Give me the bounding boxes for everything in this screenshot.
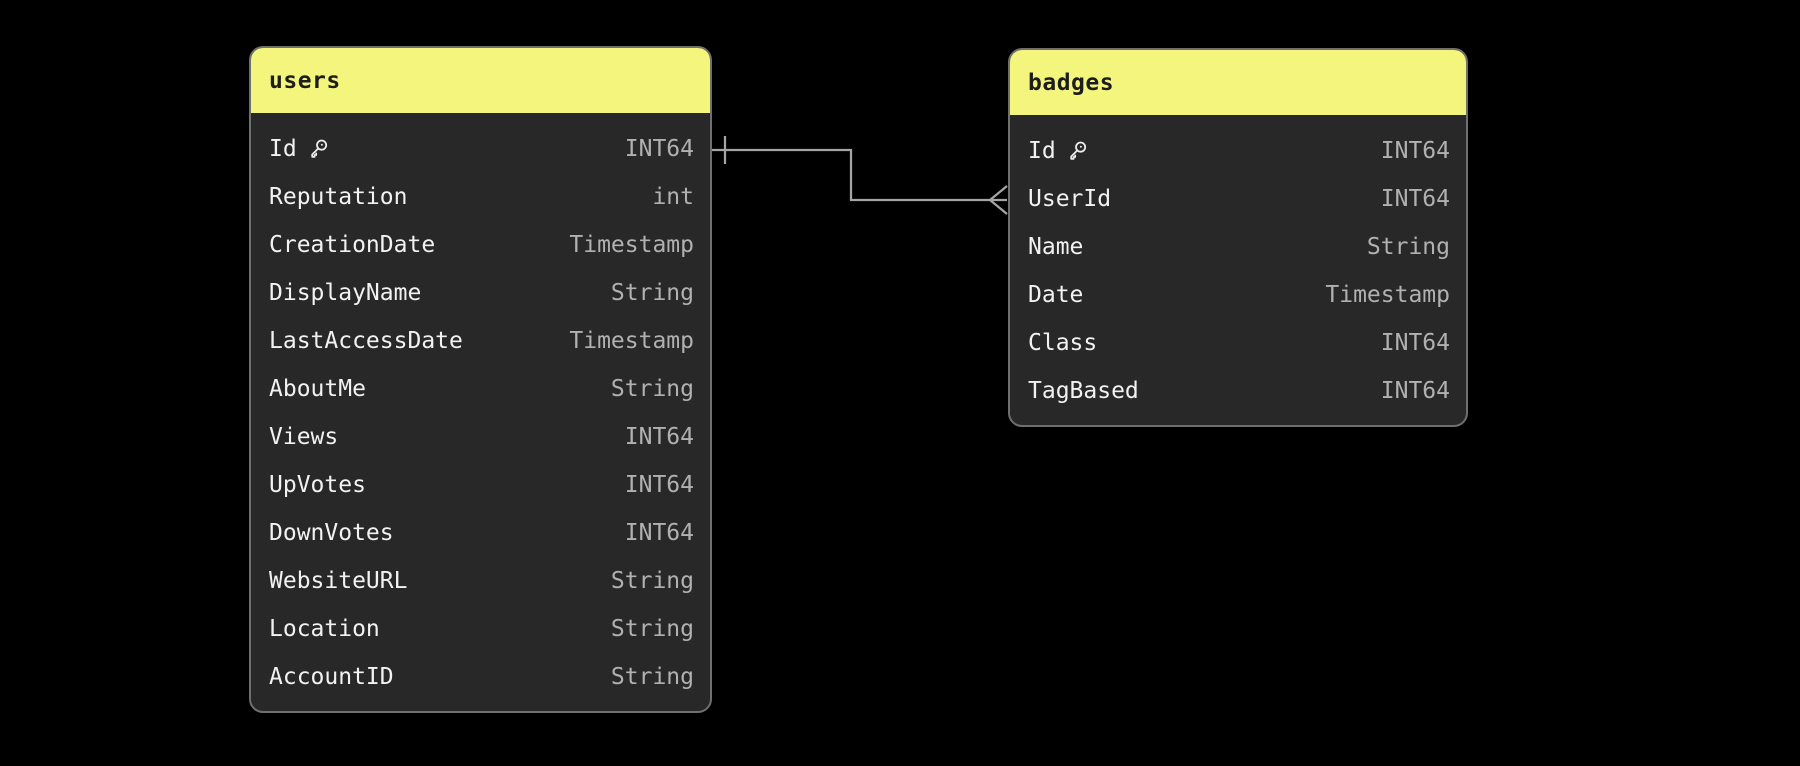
field-type-label: INT64: [1380, 330, 1450, 356]
field-type-label: String: [610, 664, 694, 690]
field-name: AccountID: [269, 664, 394, 690]
field-name: Id: [269, 136, 330, 162]
field-row-users-downvotes[interactable]: DownVotes INT64: [251, 509, 710, 557]
field-type-label: INT64: [624, 424, 694, 450]
entity-table-badges[interactable]: badges Id INT64 UserId INT64 Name String: [1008, 48, 1468, 427]
field-row-users-websiteurl[interactable]: WebsiteURL String: [251, 557, 710, 605]
field-name: LastAccessDate: [269, 328, 463, 354]
field-type-label: INT64: [1380, 186, 1450, 212]
field-row-users-aboutme[interactable]: AboutMe String: [251, 365, 710, 413]
field-type-label: Timestamp: [569, 328, 694, 354]
field-row-badges-name[interactable]: Name String: [1010, 223, 1466, 271]
field-row-badges-class[interactable]: Class INT64: [1010, 319, 1466, 367]
field-type-label: int: [652, 184, 694, 210]
field-name-label: Id: [1028, 138, 1056, 164]
field-name: UpVotes: [269, 472, 366, 498]
field-row-badges-date[interactable]: Date Timestamp: [1010, 271, 1466, 319]
field-name: Date: [1028, 282, 1083, 308]
field-type-label: INT64: [624, 136, 694, 162]
entity-table-users[interactable]: users Id INT64 Reputation int CreationDa…: [249, 46, 712, 713]
field-row-badges-id[interactable]: Id INT64: [1010, 127, 1466, 175]
field-name-label: AboutMe: [269, 376, 366, 402]
field-name-label: UserId: [1028, 186, 1112, 212]
field-type-label: INT64: [1380, 138, 1450, 164]
primary-key-icon: [1070, 141, 1086, 160]
field-name: Location: [269, 616, 380, 642]
field-name-label: DownVotes: [269, 520, 394, 546]
field-name: TagBased: [1028, 378, 1139, 404]
field-row-users-upvotes[interactable]: UpVotes INT64: [251, 461, 710, 509]
field-type-label: INT64: [624, 472, 694, 498]
field-name: Class: [1028, 330, 1097, 356]
field-name-label: Name: [1028, 234, 1084, 260]
field-name: UserId: [1028, 186, 1111, 212]
table-body: Id INT64 UserId INT64 Name String Date T…: [1010, 115, 1466, 425]
field-name: AboutMe: [269, 376, 366, 402]
field-row-users-reputation[interactable]: Reputation int: [251, 173, 710, 221]
field-type-label: INT64: [624, 520, 694, 546]
field-name-label: Views: [269, 424, 339, 450]
field-name-label: CreationDate: [269, 232, 436, 258]
table-title: badges: [1028, 69, 1115, 96]
field-name-label: DisplayName: [269, 280, 422, 306]
field-name: CreationDate: [269, 232, 435, 258]
field-row-users-displayname[interactable]: DisplayName String: [251, 269, 710, 317]
relationship-line[interactable]: [712, 148, 1007, 202]
table-body: Id INT64 Reputation int CreationDate Tim…: [251, 113, 710, 711]
field-name: Reputation: [269, 184, 407, 210]
field-name: DownVotes: [269, 520, 394, 546]
field-name: WebsiteURL: [269, 568, 407, 594]
table-header[interactable]: badges: [1010, 50, 1466, 115]
field-row-badges-userid[interactable]: UserId INT64: [1010, 175, 1466, 223]
field-row-users-id[interactable]: Id INT64: [251, 125, 710, 173]
field-type-label: Timestamp: [569, 232, 694, 258]
field-name-label: Date: [1028, 282, 1084, 308]
field-type-label: String: [1366, 234, 1450, 260]
field-name-label: Id: [269, 136, 297, 162]
field-type-label: String: [610, 568, 694, 594]
field-name-label: WebsiteURL: [269, 568, 408, 594]
table-title: users: [269, 67, 341, 94]
field-name: DisplayName: [269, 280, 421, 306]
field-row-users-location[interactable]: Location String: [251, 605, 710, 653]
field-type-label: Timestamp: [1325, 282, 1450, 308]
field-row-badges-tagbased[interactable]: TagBased INT64: [1010, 367, 1466, 415]
field-type-label: String: [610, 280, 694, 306]
field-name-label: UpVotes: [269, 472, 366, 498]
field-type-label: String: [610, 616, 694, 642]
field-name-label: Location: [269, 616, 380, 642]
primary-key-icon: [311, 139, 327, 158]
field-row-users-accountid[interactable]: AccountID String: [251, 653, 710, 701]
table-header[interactable]: users: [251, 48, 710, 113]
field-name-label: LastAccessDate: [269, 328, 463, 354]
field-name: Name: [1028, 234, 1083, 260]
field-name-label: Reputation: [269, 184, 408, 210]
field-name: Id: [1028, 138, 1089, 164]
field-type-label: String: [610, 376, 694, 402]
field-type-label: INT64: [1380, 378, 1450, 404]
field-name-label: TagBased: [1028, 378, 1139, 404]
field-row-users-views[interactable]: Views INT64: [251, 413, 710, 461]
field-name-label: Class: [1028, 330, 1098, 356]
field-row-users-lastaccessdate[interactable]: LastAccessDate Timestamp: [251, 317, 710, 365]
field-row-users-creationdate[interactable]: CreationDate Timestamp: [251, 221, 710, 269]
field-name: Views: [269, 424, 338, 450]
cardinality-many-crowfoot-icon: [988, 185, 1008, 215]
field-name-label: AccountID: [269, 664, 394, 690]
